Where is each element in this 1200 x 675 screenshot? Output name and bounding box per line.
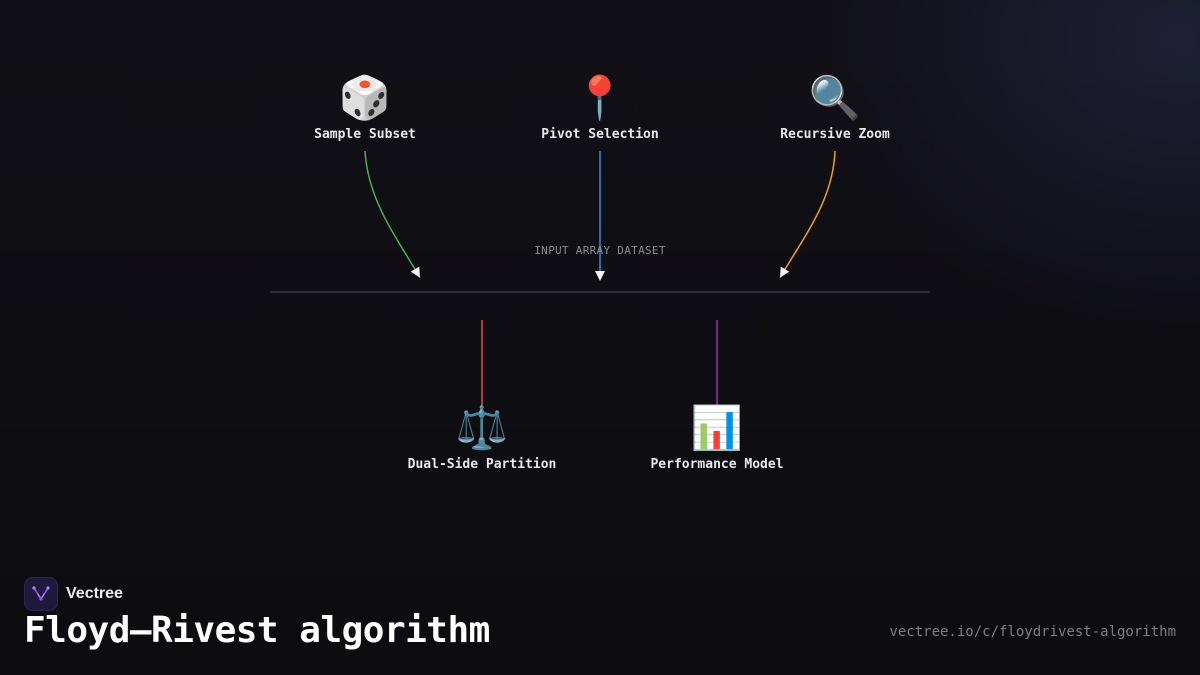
node-label: Performance Model <box>650 457 784 472</box>
dice-icon: 🎲 <box>338 73 392 122</box>
node-recursive-zoom: 🔍 Recursive Zoom <box>725 73 945 142</box>
node-label: Pivot Selection <box>541 127 659 142</box>
brand-name: Vectree <box>66 585 123 602</box>
node-dual-side-partition: ⚖️ Dual-Side Partition <box>372 403 592 472</box>
bar-chart-icon: 📊 <box>690 403 744 452</box>
page-url[interactable]: vectree.io/c/floydrivest-algorithm <box>889 624 1176 640</box>
connector-sample-subset <box>364 150 421 278</box>
node-label: Recursive Zoom <box>780 127 890 142</box>
node-performance-model: 📊 Performance Model <box>607 403 827 472</box>
magnifier-icon: 🔍 <box>808 73 862 122</box>
axis-label: INPUT ARRAY DATASET <box>534 244 666 257</box>
node-pivot-selection: 📍 Pivot Selection <box>490 73 710 142</box>
vectree-logo-icon <box>24 577 58 611</box>
node-sample-subset: 🎲 Sample Subset <box>255 73 475 142</box>
node-label: Sample Subset <box>314 127 416 142</box>
brand[interactable]: Vectree <box>24 577 123 611</box>
node-label: Dual-Side Partition <box>407 457 557 472</box>
page-title: Floyd–Rivest algorithm <box>24 610 490 651</box>
pin-icon: 📍 <box>573 73 627 122</box>
connector-recursive-zoom <box>779 150 836 278</box>
scales-icon: ⚖️ <box>455 403 509 452</box>
